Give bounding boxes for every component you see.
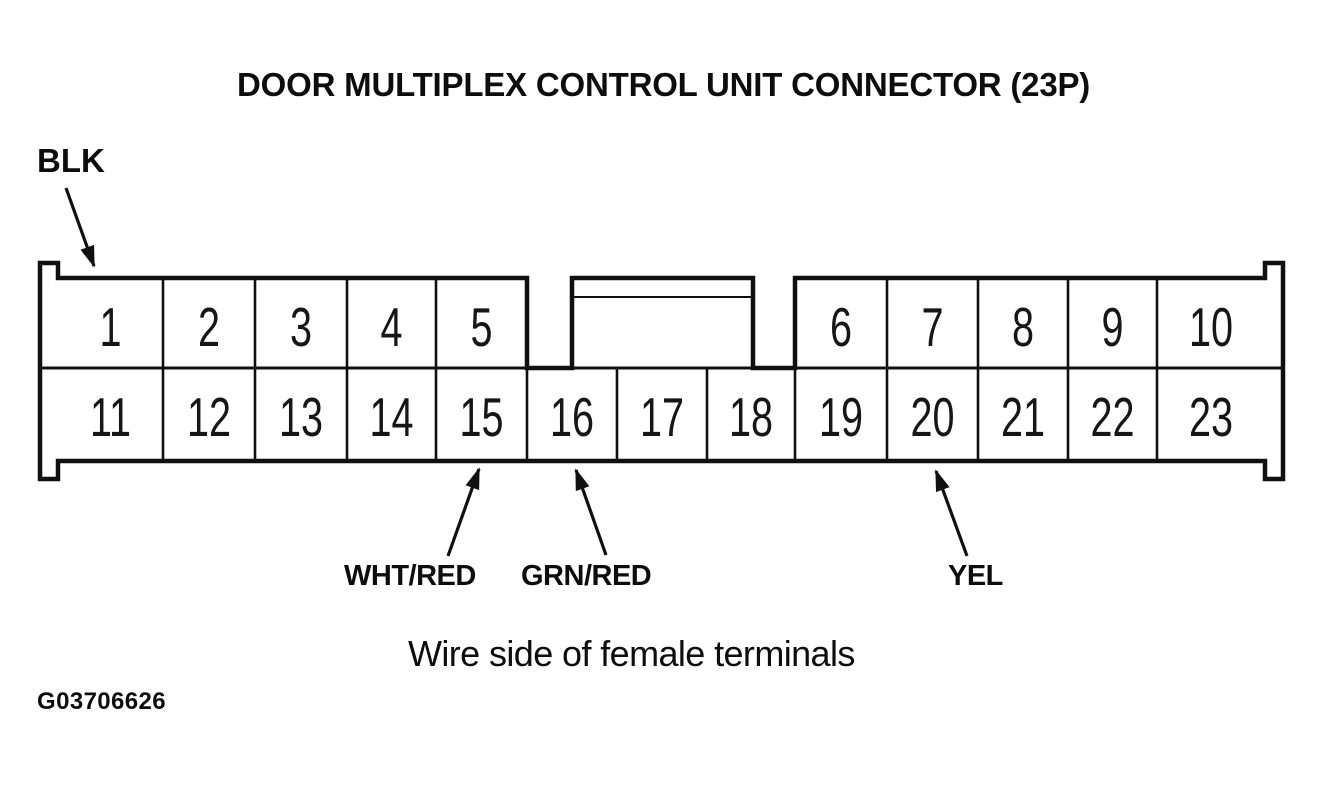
- wht-red-arrow: [446, 467, 481, 557]
- pin-cell-borders: [161, 278, 1159, 461]
- diagram-title: DOOR MULTIPLEX CONTROL UNIT CONNECTOR (2…: [237, 66, 1091, 103]
- pin-14-number: 14: [369, 388, 413, 449]
- grn-red-arrow: [574, 468, 608, 556]
- pin-19-number: 19: [819, 388, 863, 449]
- pin-15-number: 15: [459, 388, 503, 449]
- pin-16-number: 16: [550, 388, 594, 449]
- blk-arrow: [64, 187, 96, 268]
- callout-label-wht-red: WHT/RED: [344, 560, 476, 592]
- caption: Wire side of female terminals: [408, 633, 855, 674]
- figure-id: G03706626: [37, 688, 167, 715]
- pin-5-number: 5: [470, 298, 492, 359]
- callout-label-grn-red: GRN/RED: [521, 560, 652, 592]
- pin-4-number: 4: [380, 298, 402, 359]
- pin-7-number: 7: [921, 298, 943, 359]
- pin-21-number: 21: [1001, 388, 1045, 449]
- pin-18-number: 18: [729, 388, 773, 449]
- pin-1-number: 1: [99, 298, 121, 359]
- callout-label-yel: YEL: [948, 560, 1003, 592]
- callout-arrows: [64, 187, 969, 557]
- pin-3-number: 3: [290, 298, 312, 359]
- yel-arrow: [934, 469, 969, 557]
- callout-label-blk: BLK: [37, 142, 105, 179]
- pin-6-number: 6: [830, 298, 852, 359]
- pin-2-number: 2: [198, 298, 220, 359]
- pin-8-number: 8: [1012, 298, 1034, 359]
- pin-17-number: 17: [640, 388, 684, 449]
- pin-23-number: 23: [1189, 388, 1233, 449]
- pin-9-number: 9: [1101, 298, 1123, 359]
- pin-20-number: 20: [910, 388, 954, 449]
- connector-outline: [37, 260, 1286, 482]
- pin-10-number: 10: [1189, 298, 1233, 359]
- pin-12-number: 12: [187, 388, 231, 449]
- pin-22-number: 22: [1090, 388, 1134, 449]
- pin-13-number: 13: [279, 388, 323, 449]
- pin-11-number: 11: [90, 388, 131, 449]
